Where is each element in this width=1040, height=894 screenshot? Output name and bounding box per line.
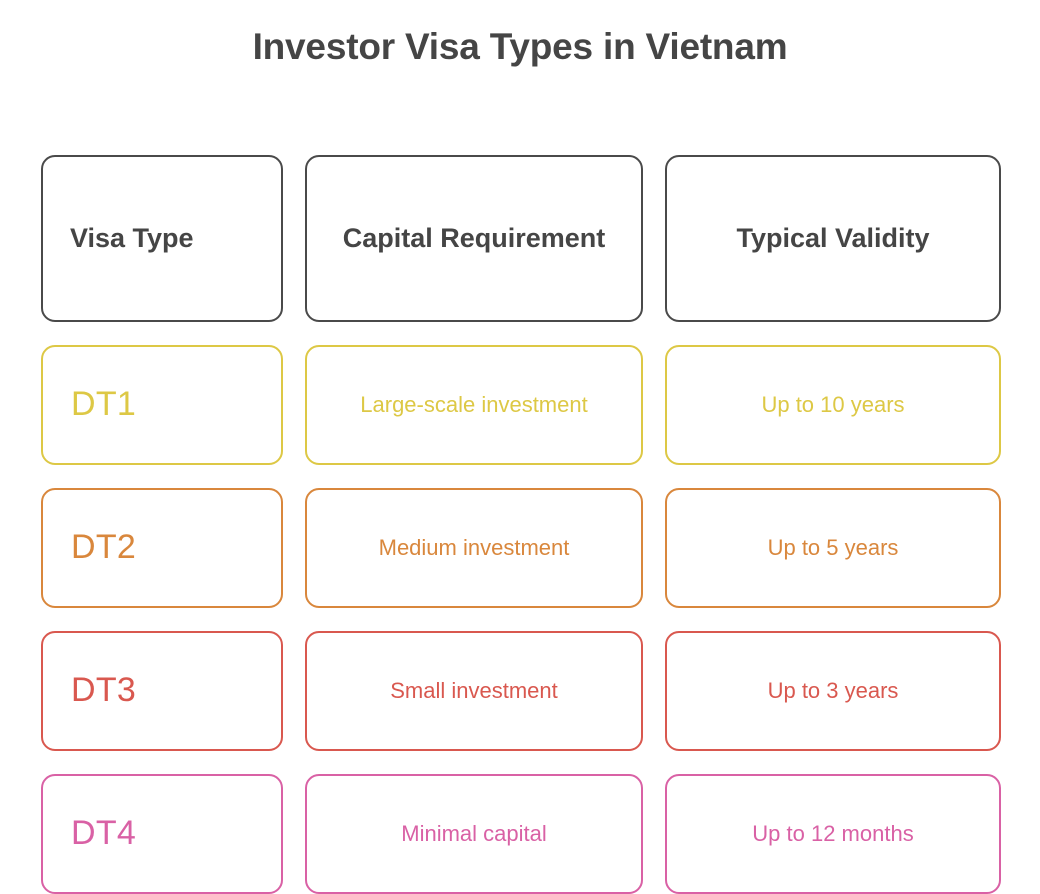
table-row: DT2 Medium investment Up to 5 years: [41, 488, 1001, 608]
cell-capital-requirement: Minimal capital: [305, 774, 643, 894]
value-typical-validity: Up to 5 years: [767, 534, 899, 560]
value-typical-validity: Up to 10 years: [761, 391, 905, 417]
cell-visa-type: DT3: [41, 631, 283, 751]
header-label-capital-requirement: Capital Requirement: [342, 223, 606, 254]
header-cell-capital-requirement: Capital Requirement: [305, 155, 643, 322]
cell-capital-requirement: Small investment: [305, 631, 643, 751]
cell-typical-validity: Up to 12 months: [665, 774, 1001, 894]
value-visa-type: DT4: [71, 814, 137, 853]
cell-typical-validity: Up to 10 years: [665, 345, 1001, 465]
value-visa-type: DT3: [71, 671, 137, 710]
table-row: DT3 Small investment Up to 3 years: [41, 631, 1001, 751]
cell-visa-type: DT4: [41, 774, 283, 894]
header-cell-visa-type: Visa Type: [41, 155, 283, 322]
value-capital-requirement: Small investment: [390, 677, 558, 703]
visa-types-table: Visa Type Capital Requirement Typical Va…: [41, 155, 1001, 894]
cell-capital-requirement: Medium investment: [305, 488, 643, 608]
value-capital-requirement: Large-scale investment: [360, 391, 588, 417]
value-typical-validity: Up to 3 years: [767, 677, 899, 703]
value-typical-validity: Up to 12 months: [752, 820, 914, 846]
cell-visa-type: DT2: [41, 488, 283, 608]
header-label-visa-type: Visa Type: [70, 223, 194, 254]
value-visa-type: DT2: [71, 528, 137, 567]
cell-typical-validity: Up to 5 years: [665, 488, 1001, 608]
value-capital-requirement: Medium investment: [378, 534, 570, 560]
header-cell-typical-validity: Typical Validity: [665, 155, 1001, 322]
value-capital-requirement: Minimal capital: [401, 820, 547, 846]
table-row: DT1 Large-scale investment Up to 10 year…: [41, 345, 1001, 465]
cell-visa-type: DT1: [41, 345, 283, 465]
value-visa-type: DT1: [71, 385, 137, 424]
table-row: DT4 Minimal capital Up to 12 months: [41, 774, 1001, 894]
header-label-typical-validity: Typical Validity: [736, 223, 930, 254]
table-header-row: Visa Type Capital Requirement Typical Va…: [41, 155, 1001, 322]
page-title: Investor Visa Types in Vietnam: [252, 26, 788, 67]
cell-typical-validity: Up to 3 years: [665, 631, 1001, 751]
infographic-canvas: Investor Visa Types in Vietnam Visa Type…: [41, 26, 1001, 894]
cell-capital-requirement: Large-scale investment: [305, 345, 643, 465]
